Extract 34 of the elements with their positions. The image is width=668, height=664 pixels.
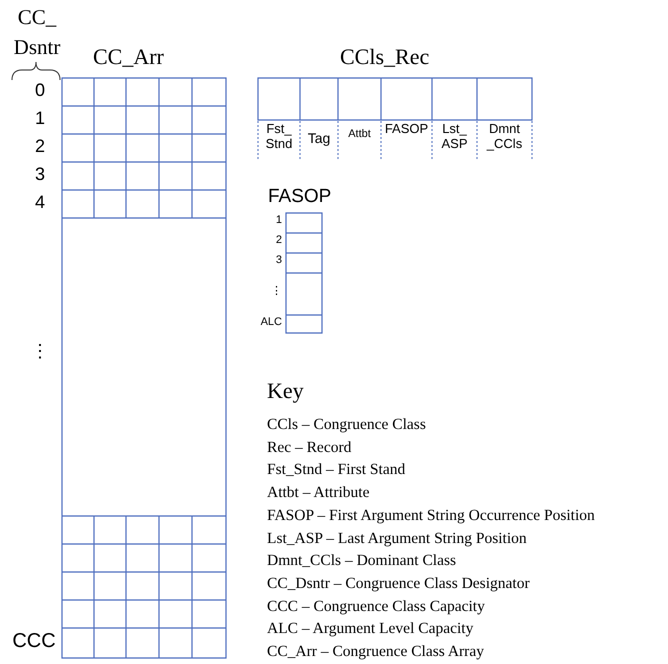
- row-index: ⋮: [270, 285, 282, 298]
- key-entry: Dmnt_CCls – Dominant Class: [267, 551, 458, 570]
- structure-title: CCls_Rec: [340, 44, 430, 70]
- key-entry: Fst_Stnd – First Stand: [267, 460, 406, 480]
- field-name: Lst_ ASP: [440, 122, 468, 152]
- row-index: 2: [274, 234, 282, 247]
- field-name: Attbt: [347, 128, 372, 141]
- key-entry: CC_Dsntr – Congruence Class Designator: [267, 574, 531, 593]
- row-index: ⋮: [30, 341, 50, 362]
- key-entry: Lst_ASP – Last Argument String Position: [267, 528, 528, 548]
- row-index: 3: [274, 254, 282, 267]
- key-entry: Attbt – Attribute: [267, 483, 370, 502]
- row-index: 1: [274, 214, 282, 227]
- key-heading: Key: [267, 378, 305, 404]
- field-name: Fst_ Stnd: [264, 122, 294, 152]
- key-entry: CCls – Congruence Class: [267, 415, 427, 434]
- key-entry: CCC – Congruence Class Capacity: [267, 596, 486, 616]
- key-entry: CC_Arr – Congruence Class Array: [267, 642, 485, 661]
- axis-title: CC_ Dsntr: [12, 4, 62, 61]
- row-index: CCC: [11, 630, 57, 653]
- row-index: ALC: [260, 316, 282, 329]
- key-entry: Rec – Record: [267, 438, 352, 457]
- key-entry: FASOP – First Argument String Occurrence Position: [267, 506, 596, 525]
- row-index: 0: [34, 80, 46, 101]
- structure-title: CC_Arr: [93, 44, 164, 70]
- row-index: 4: [34, 192, 46, 213]
- field-name: FASOP: [384, 122, 430, 137]
- row-index: 1: [34, 108, 46, 129]
- key-entry: ALC – Argument Level Capacity: [267, 619, 474, 638]
- field-name: Tag: [306, 130, 332, 146]
- row-index: 3: [34, 164, 46, 185]
- structure-title: FASOP: [268, 186, 332, 208]
- row-index: 2: [34, 136, 46, 157]
- field-name: Dmnt _CCls: [486, 122, 524, 152]
